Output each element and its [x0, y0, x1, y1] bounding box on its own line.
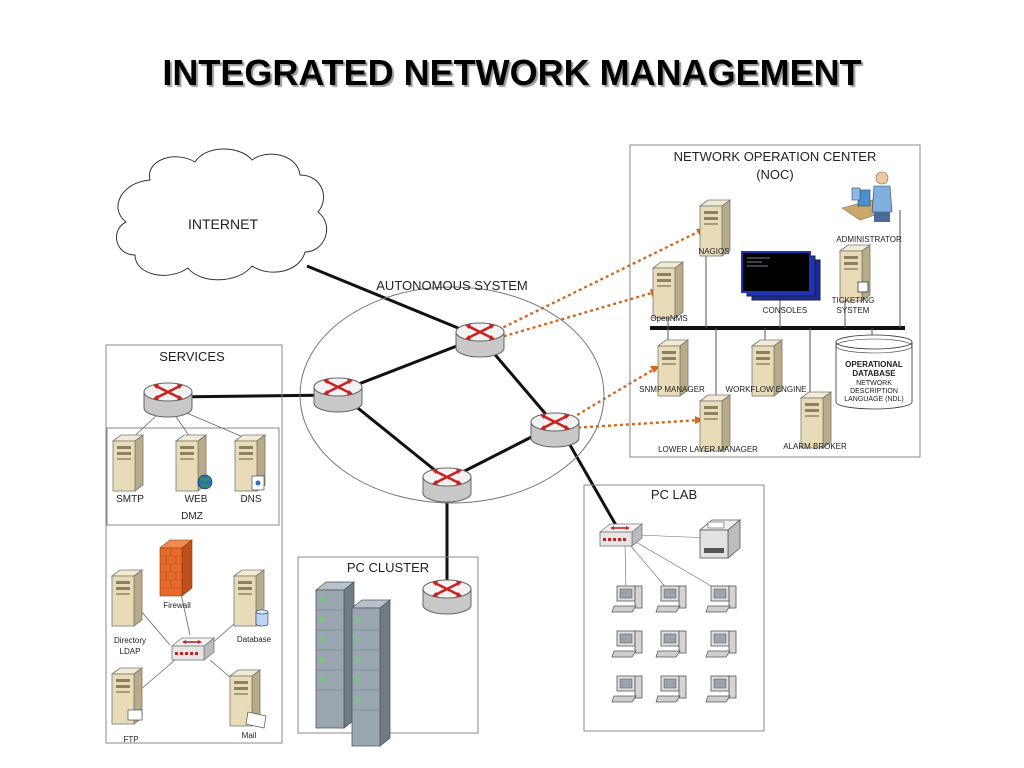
core-router-top	[454, 321, 506, 359]
nagios-label: NAGIOS	[698, 247, 729, 256]
ticketing-server-icon	[839, 244, 871, 302]
operational-db-label-line2: DATABASE	[852, 369, 896, 378]
page-title: INTEGRATED NETWORK MANAGEMENT	[162, 52, 862, 93]
ticketing-label-line1: TICKETING	[832, 296, 875, 305]
core-router-right	[529, 411, 581, 449]
dns-label: DNS	[240, 494, 261, 505]
cluster-rack-icon-1	[315, 581, 355, 729]
alarm-broker-server-icon	[800, 391, 832, 449]
pc-lab-panel: PC LAB	[583, 484, 765, 732]
opennms-server-icon	[652, 261, 684, 319]
snmp-manager-label: SNMP MANAGER	[639, 385, 705, 394]
cluster-rack-icon-2	[351, 599, 391, 747]
services-switch-icon	[171, 637, 215, 661]
printer-icon	[698, 519, 742, 559]
firewall-label: Firewall	[163, 601, 191, 610]
database-label: Database	[237, 635, 272, 644]
autonomous-system-label: AUTONOMOUS SYSTEM	[376, 278, 527, 293]
noc-panel: NETWORK OPERATION CENTER (NOC) NAGIOS Op…	[629, 144, 921, 458]
pc-lab-title: PC LAB	[651, 487, 697, 502]
lab-pc-icon-3	[705, 585, 737, 613]
directory-label-line1: Directory	[114, 636, 146, 645]
pc-cluster-title: PC CLUSTER	[347, 560, 429, 575]
lab-pc-icon-5	[655, 630, 687, 658]
smtp-label: SMTP	[116, 494, 144, 505]
lower-layer-manager-server-icon	[699, 394, 731, 452]
directory-label-line2: LDAP	[120, 647, 141, 656]
core-router-left	[312, 376, 364, 414]
lab-pc-icon-6	[705, 630, 737, 658]
database-cylinder-icon	[255, 609, 269, 627]
ticketing-label-line2: SYSTEM	[837, 306, 870, 315]
consoles-icon	[741, 251, 821, 301]
ndl-label-line1: NETWORK	[856, 380, 892, 387]
lab-pc-icon-8	[655, 675, 687, 703]
globe-icon	[197, 474, 213, 490]
administrator-label: ADMINISTRATOR	[836, 235, 902, 244]
mail-label: Mail	[242, 731, 257, 740]
consoles-label: CONSOLES	[763, 306, 807, 315]
noc-title: NETWORK OPERATION CENTER	[674, 149, 877, 164]
services-title: SERVICES	[159, 349, 225, 364]
web-label: WEB	[185, 494, 208, 505]
operational-db-label-line1: OPERATIONAL	[845, 360, 903, 369]
internet-label: INTERNET	[188, 216, 258, 232]
cluster-router-icon	[421, 578, 473, 616]
dmz-zone	[106, 427, 280, 526]
services-panel: SERVICES SMTP WEB DNS DMZ	[105, 344, 283, 744]
core-router-bottom	[421, 466, 473, 504]
internet-cloud: INTERNET	[116, 148, 328, 281]
lab-pc-icon-7	[611, 675, 643, 703]
administrator-icon	[841, 171, 893, 222]
lab-pc-icon-2	[655, 585, 687, 613]
firewall-icon	[159, 539, 193, 597]
mail-envelope-icon	[245, 711, 267, 729]
lower-layer-manager-label: LOWER LAYER MANAGER	[658, 445, 758, 454]
operational-database-icon	[835, 334, 913, 410]
lab-pc-icon-1	[611, 585, 643, 613]
ftp-label: FTP	[123, 735, 138, 744]
ndl-label-line3: LANGUAGE (NDL)	[844, 396, 904, 403]
autonomous-system: AUTONOMOUS SYSTEM	[299, 278, 605, 504]
dmz-label: DMZ	[181, 511, 203, 522]
opennms-label: OpenNMS	[650, 314, 687, 323]
pc-cluster-panel: PC CLUSTER	[297, 556, 479, 747]
lab-pc-icon-9	[705, 675, 737, 703]
directory-server-icon	[111, 569, 143, 627]
noc-subtitle: (NOC)	[756, 167, 794, 182]
lab-pc-icon-4	[611, 630, 643, 658]
services-router-icon	[142, 381, 194, 419]
alarm-broker-label: ALARM BROKER	[783, 442, 847, 451]
smtp-server-icon	[112, 434, 144, 492]
ticket-icon	[857, 281, 869, 293]
ndl-label-line2: DESCRIPTION	[850, 388, 898, 395]
lab-switch-icon	[599, 523, 643, 547]
ftp-folder-icon	[127, 709, 143, 721]
workflow-engine-label: WORKFLOW ENGINE	[726, 385, 807, 394]
